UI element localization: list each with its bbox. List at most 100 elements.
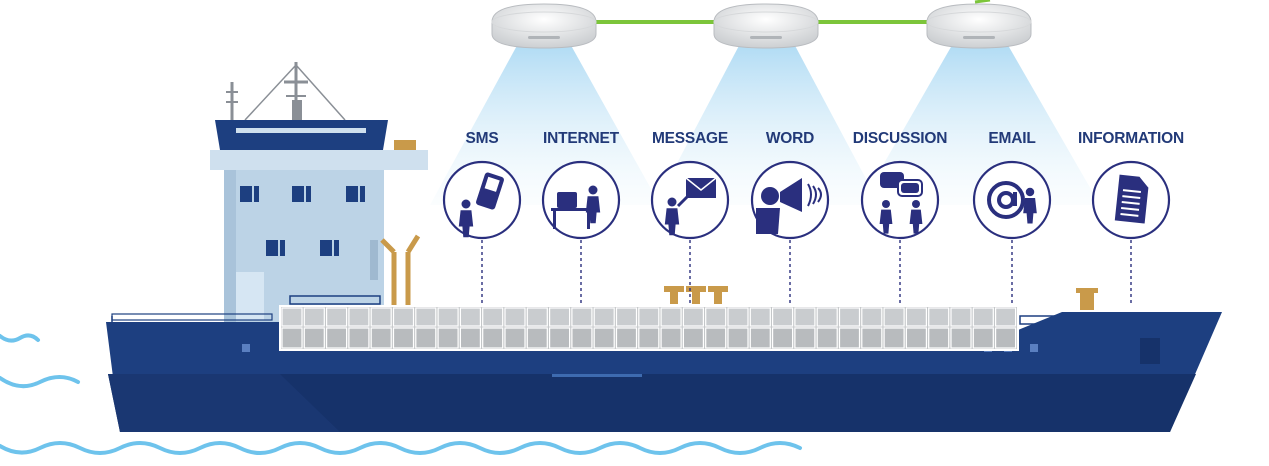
container-box — [838, 327, 861, 349]
container-box — [638, 307, 660, 327]
container-box — [638, 327, 660, 349]
container-box — [526, 327, 548, 349]
container-box — [348, 307, 370, 327]
icon-circle — [650, 160, 730, 240]
container-box — [303, 327, 325, 349]
container-box — [593, 327, 615, 349]
wave — [0, 441, 802, 455]
cargo-containers — [279, 305, 1019, 351]
container-box — [771, 307, 794, 327]
container-box — [415, 307, 437, 327]
document-icon — [1091, 160, 1171, 304]
container-box — [593, 307, 615, 327]
service-label-discussion: DISCUSSION — [852, 130, 948, 147]
container-box — [548, 307, 571, 327]
container-box — [905, 327, 928, 349]
container-box — [794, 307, 816, 327]
container-box — [459, 327, 481, 349]
container-box — [548, 327, 571, 349]
container-box — [281, 307, 303, 327]
container-box — [794, 327, 816, 349]
computer-user-icon — [541, 160, 621, 304]
link-cable — [974, 0, 991, 4]
container-box — [905, 307, 928, 327]
container-box — [682, 327, 705, 349]
container-box — [482, 327, 504, 349]
container-box — [883, 307, 905, 327]
container-box — [883, 327, 905, 349]
container-box — [727, 327, 749, 349]
container-box — [571, 307, 593, 327]
service-label-information: INFORMATION — [1078, 130, 1184, 147]
container-box — [415, 327, 437, 349]
network-links — [588, 0, 991, 24]
container-box — [482, 307, 504, 327]
container-box — [749, 327, 771, 349]
container-box — [370, 307, 392, 327]
container-box — [838, 307, 861, 327]
service-icons — [442, 160, 1171, 304]
phone-person-icon — [442, 160, 522, 304]
container-box — [816, 327, 838, 349]
chat-people-icon — [860, 160, 940, 304]
service-label-internet: INTERNET — [543, 130, 619, 147]
container-box — [749, 307, 771, 327]
container-box — [928, 307, 950, 327]
container-box — [660, 307, 682, 327]
container-box — [950, 327, 972, 349]
container-box — [526, 307, 548, 327]
container-box — [682, 307, 705, 327]
wave — [0, 375, 80, 389]
container-box — [437, 307, 459, 327]
access-points — [491, 3, 1032, 49]
container-box — [504, 307, 526, 327]
container-box — [660, 327, 682, 349]
service-label-sms: SMS — [465, 130, 499, 147]
icon-circle — [541, 160, 621, 240]
ship-hull — [106, 288, 1222, 432]
container-box — [326, 307, 348, 327]
access-point-icon — [491, 3, 597, 49]
container-box — [727, 307, 749, 327]
wave — [0, 333, 40, 343]
container-box — [816, 307, 838, 327]
access-point-icon — [926, 3, 1032, 49]
water-waves — [0, 333, 802, 455]
service-label-word: WORD — [765, 130, 815, 147]
deck-bollards — [664, 286, 728, 304]
access-point-icon — [713, 3, 819, 49]
container-box — [615, 327, 638, 349]
deck-cranes — [380, 234, 421, 306]
container-box — [281, 327, 303, 349]
container-box — [571, 327, 593, 349]
container-box — [459, 307, 481, 327]
container-box — [994, 327, 1017, 349]
envelope-person-icon — [650, 160, 730, 304]
container-box — [972, 327, 994, 349]
at-sign-person-icon — [972, 160, 1052, 304]
container-box — [392, 307, 415, 327]
container-box — [705, 327, 727, 349]
container-box — [392, 327, 415, 349]
megaphone-icon — [750, 160, 830, 304]
container-box — [928, 327, 950, 349]
container-box — [504, 327, 526, 349]
container-box — [771, 327, 794, 349]
container-box — [994, 307, 1017, 327]
container-box — [861, 327, 883, 349]
container-box — [437, 327, 459, 349]
container-box — [348, 327, 370, 349]
container-box — [303, 307, 325, 327]
coverage-beam — [655, 40, 880, 205]
container-box — [705, 307, 727, 327]
container-box — [615, 307, 638, 327]
service-label-email: EMAIL — [988, 130, 1036, 147]
container-box — [370, 327, 392, 349]
service-label-message: MESSAGE — [651, 130, 729, 147]
coverage-beam — [860, 40, 1100, 205]
container-box — [326, 327, 348, 349]
container-box — [972, 307, 994, 327]
container-box — [861, 307, 883, 327]
container-box — [950, 307, 972, 327]
